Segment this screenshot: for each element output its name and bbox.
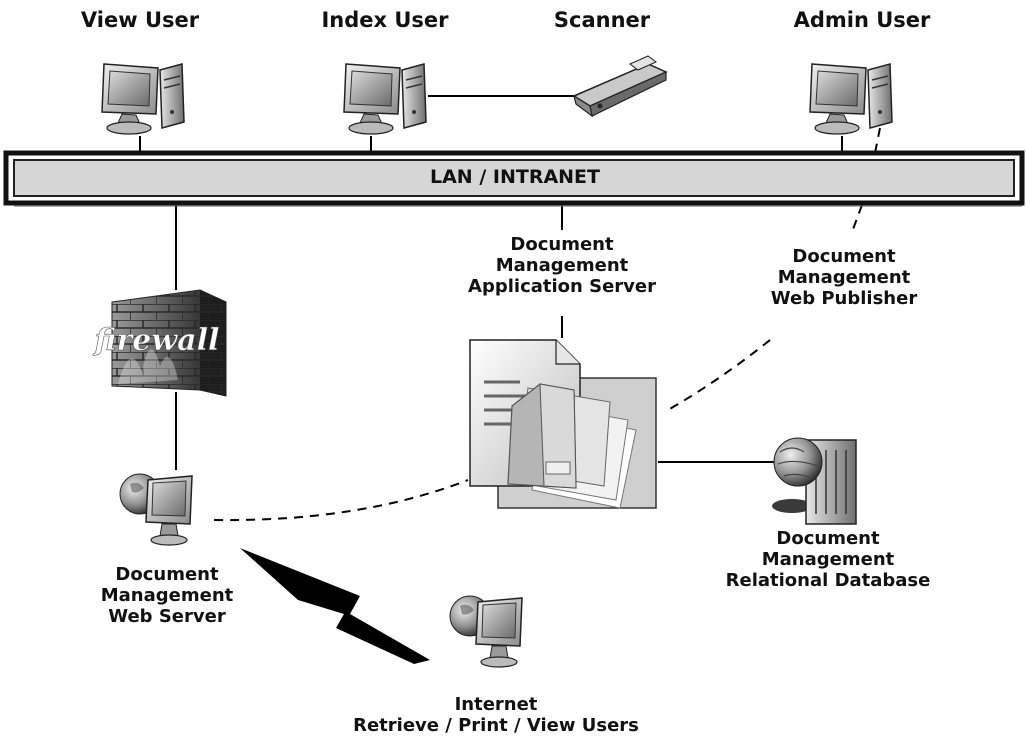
view-user-label: View User bbox=[80, 8, 200, 32]
web-publisher-label: Document Management Web Publisher bbox=[770, 246, 918, 310]
lan-intranet-label: LAN / INTRANET bbox=[430, 166, 600, 188]
firewall-text: firewall bbox=[93, 323, 220, 358]
database-server-icon bbox=[772, 437, 857, 525]
link-lan-publisher bbox=[851, 204, 863, 233]
view-user-computer-icon bbox=[101, 63, 185, 135]
link-publisher-docs bbox=[667, 339, 771, 411]
internet-user-globe-monitor-icon bbox=[449, 595, 523, 668]
document-stack-icon bbox=[469, 339, 657, 509]
admin-user-label: Admin User bbox=[793, 8, 931, 32]
database-label: Document Management Relational Database bbox=[725, 528, 931, 592]
firewall-icon: firewall bbox=[92, 289, 227, 397]
index-user-computer-icon bbox=[343, 63, 427, 135]
lightning-bolt-icon bbox=[240, 548, 430, 664]
app-server-label: Document Management Application Server bbox=[468, 234, 656, 298]
index-user-label: Index User bbox=[321, 8, 449, 32]
lan-bar bbox=[3, 150, 1025, 207]
link-admin-publisher bbox=[873, 127, 881, 159]
scanner-label: Scanner bbox=[553, 8, 651, 32]
dashed-links bbox=[213, 127, 881, 522]
web-server-label: Document Management Web Server bbox=[100, 564, 234, 628]
link-webserver-docs bbox=[213, 479, 469, 522]
admin-user-computer-icon bbox=[809, 63, 893, 135]
web-server-globe-monitor-icon bbox=[119, 473, 193, 546]
scanner-icon bbox=[572, 55, 668, 118]
internet-users-label: Internet Retrieve / Print / View Users bbox=[353, 694, 639, 737]
